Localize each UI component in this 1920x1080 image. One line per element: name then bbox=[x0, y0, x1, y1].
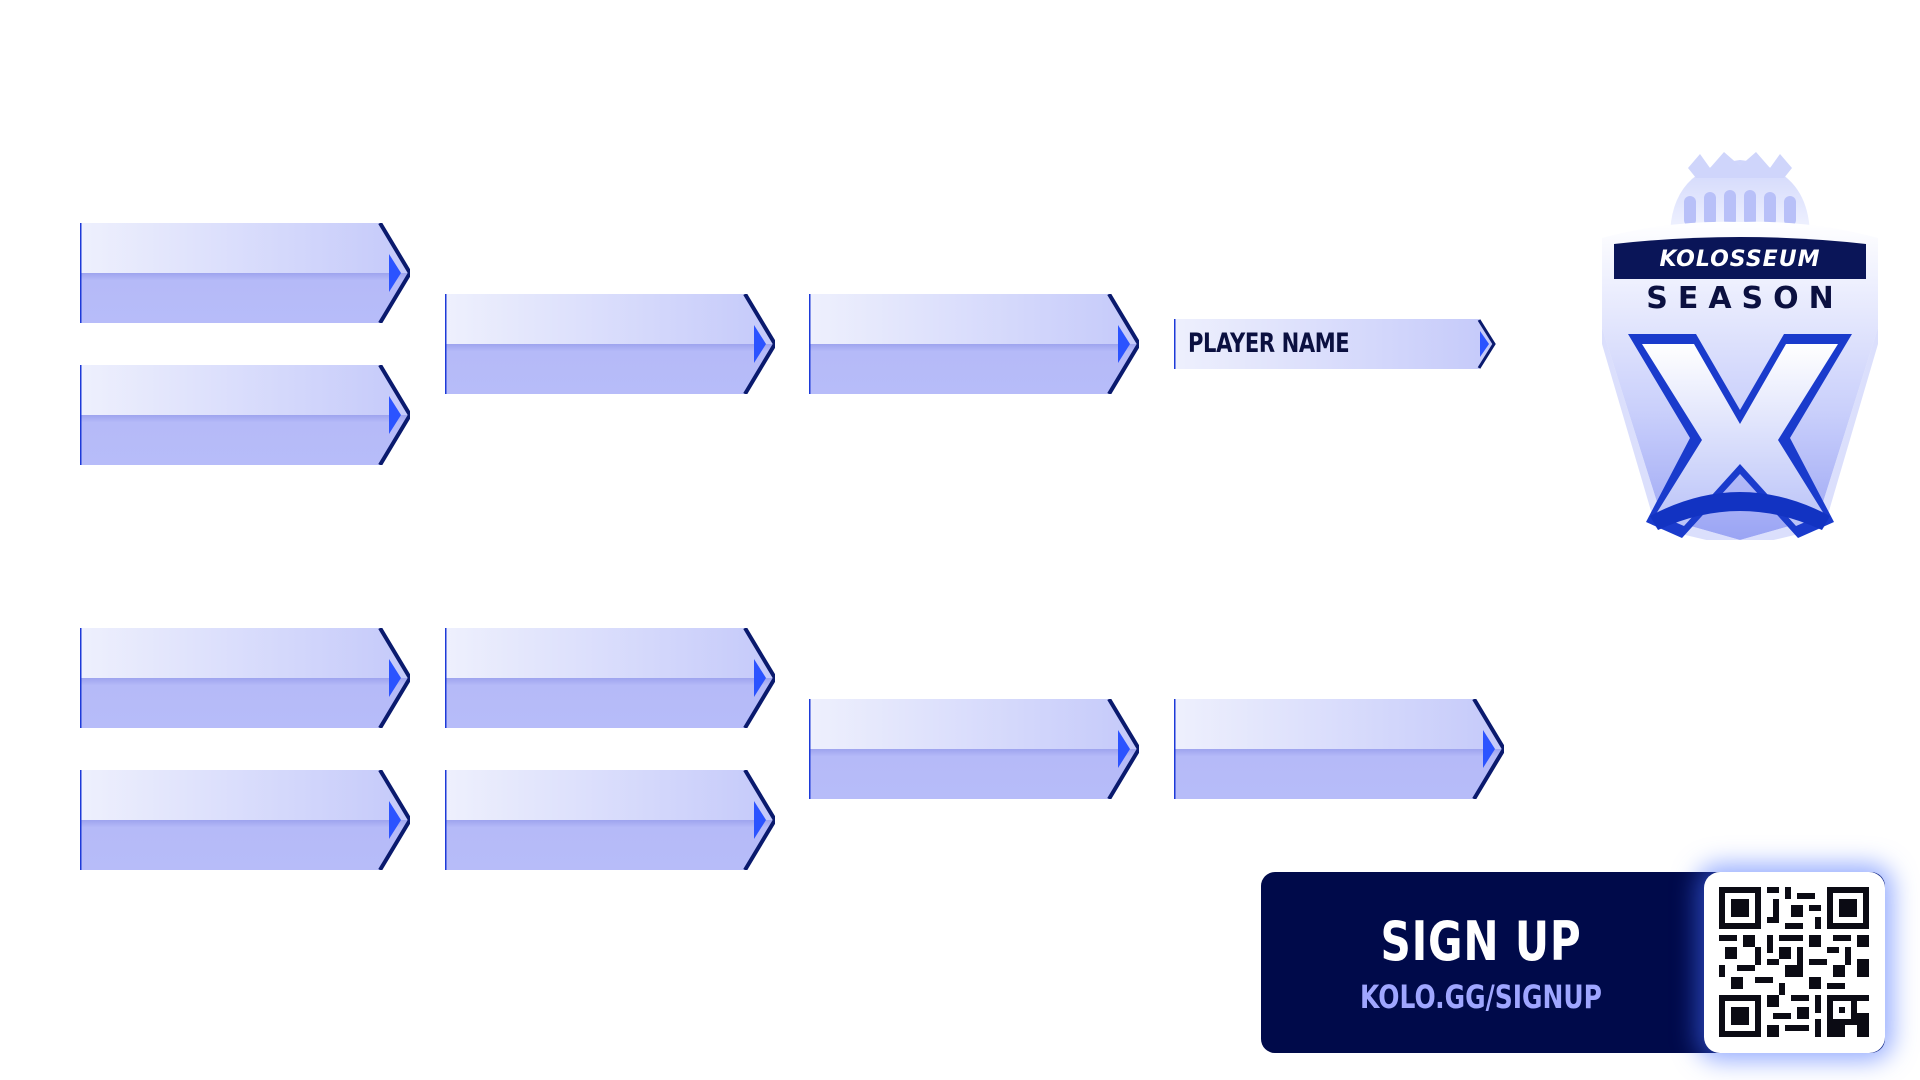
upper-final-slot[interactable]: PLAYER NAME bbox=[1174, 319, 1504, 369]
qr-code-icon bbox=[1719, 887, 1869, 1037]
slot-shape bbox=[80, 223, 410, 323]
logo-season-label: SEASON bbox=[1646, 281, 1844, 316]
upper-r1-slot-2[interactable] bbox=[80, 365, 410, 465]
signup-title: SIGN UP bbox=[1380, 910, 1582, 973]
qr-code[interactable] bbox=[1704, 872, 1885, 1053]
slot-shape bbox=[80, 628, 410, 728]
player-name: PLAYER NAME bbox=[1188, 328, 1350, 359]
slot-shape bbox=[445, 770, 775, 870]
slot-shape bbox=[80, 770, 410, 870]
slot-shape bbox=[1174, 699, 1504, 799]
lower-r3-slot-1[interactable] bbox=[809, 699, 1139, 799]
logo-emblem bbox=[1602, 152, 1878, 548]
lower-r2-slot-1[interactable] bbox=[445, 628, 775, 728]
upper-r3-slot-1[interactable] bbox=[809, 294, 1139, 394]
slot-shape bbox=[80, 365, 410, 465]
upper-r1-slot-1[interactable] bbox=[80, 223, 410, 323]
lower-r1-slot-2[interactable] bbox=[80, 770, 410, 870]
signup-url[interactable]: KOLO.GG/SIGNUP bbox=[1360, 978, 1602, 1016]
slot-shape bbox=[809, 294, 1139, 394]
slot-shape bbox=[445, 628, 775, 728]
slot-shape bbox=[809, 699, 1139, 799]
slot-shape bbox=[445, 294, 775, 394]
lower-r1-slot-1[interactable] bbox=[80, 628, 410, 728]
lower-r2-slot-2[interactable] bbox=[445, 770, 775, 870]
kolosseum-season-logo: KOLOSSEUM SEASON bbox=[1598, 148, 1882, 548]
upper-r2-slot-1[interactable] bbox=[445, 294, 775, 394]
logo-brand: KOLOSSEUM bbox=[1659, 247, 1821, 272]
lower-final-slot[interactable] bbox=[1174, 699, 1504, 799]
